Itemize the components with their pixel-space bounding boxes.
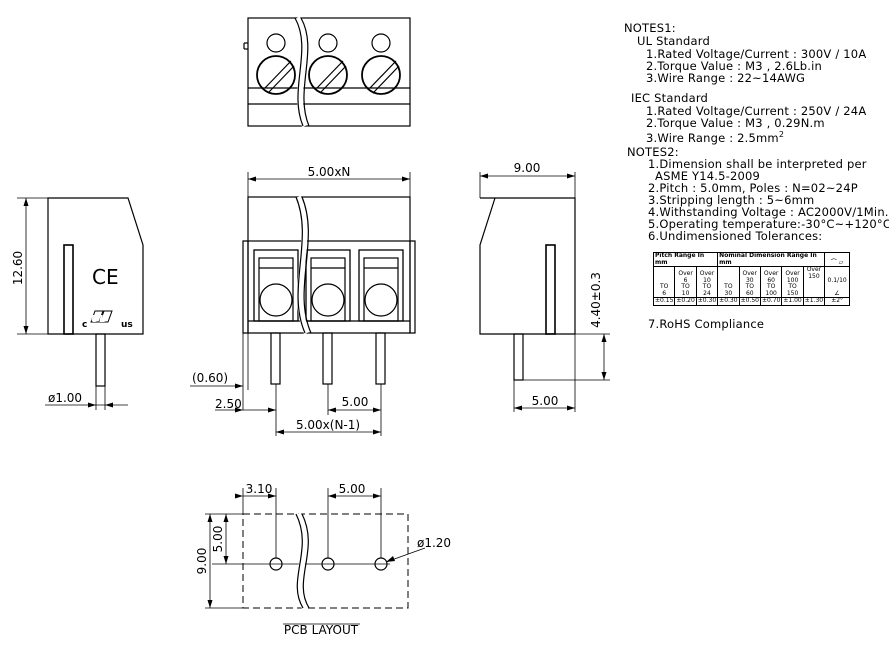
- ul-c-mark: c: [82, 320, 87, 330]
- geo-symbols: ⌒ ▱: [824, 252, 851, 267]
- dim-pitch: 5.00: [342, 395, 369, 409]
- dim-pitch-total: 5.00xN: [308, 165, 351, 179]
- dim-pcb-edge: 3.10: [246, 482, 273, 496]
- iec-wire-range: 3.Wire Range : 2.5mm: [646, 130, 779, 145]
- dim-pcb-hole: ø1.20: [417, 536, 451, 550]
- iec-note-1: 1.Rated Voltage/Current : 250V / 24A: [646, 104, 867, 118]
- iec-note-3: 3.Wire Range : 2.5mm2: [646, 129, 784, 144]
- flatness-symbol: ⌒: [830, 258, 837, 266]
- notes2-item-1: 1.Dimension shall be interpreted per: [648, 157, 867, 171]
- left-side-view: [17, 197, 144, 410]
- notes2-item-6: 6.Undimensioned Tolerances:: [648, 229, 823, 243]
- dim-pcb-pitch: 5.00: [339, 482, 366, 496]
- pcb-layout-label: PCB LAYOUT: [284, 623, 359, 637]
- dim-pin-dia: ø1.00: [48, 391, 82, 405]
- iec-standard-heading: IEC Standard: [631, 91, 709, 105]
- notes2-item-2: 2.Pitch : 5.0mm, Poles : N=02~24P: [648, 181, 858, 195]
- tol-1: ±0.15: [652, 297, 676, 306]
- dim-pin-pos: 5.00: [532, 394, 559, 408]
- ul-note-1: 1.Rated Voltage/Current : 300V / 10A: [646, 47, 867, 61]
- cylindricity-symbol: ▱: [838, 258, 844, 266]
- pitch-range-header: Pitch Range In mm: [652, 252, 719, 267]
- tolerance-table: Pitch Range In mm Nominal Dimension Rang…: [652, 252, 851, 306]
- notes2-item-4: 4.Withstanding Voltage : AC2000V/1Min.: [648, 205, 889, 219]
- ul-note-3: 3.Wire Range : 22~14AWG: [646, 71, 806, 85]
- tol-8: ±1.30: [802, 297, 826, 306]
- arrowheads: [23, 173, 607, 608]
- dim-pcb-row: 5.00: [211, 526, 225, 553]
- dim-pitch-n1: 5.00x(N-1): [296, 418, 360, 432]
- top-view: [243, 16, 411, 128]
- front-view: [190, 172, 416, 436]
- ul-us-mark: us: [121, 320, 133, 330]
- notes2-item-7: 7.RoHS Compliance: [648, 317, 765, 331]
- notes2-item-5: 5.Operating temperature:-30°C~+120°C: [648, 217, 889, 231]
- tol-7: ±1.00: [781, 297, 804, 306]
- notes2-item-3: 3.Stripping length : 5~6mm: [648, 193, 815, 207]
- dim-pin-len: 4.40±0.3: [589, 272, 603, 328]
- dim-depth: 9.00: [514, 161, 541, 175]
- notes2-item-1b: ASME Y14.5-2009: [655, 169, 761, 183]
- ce-mark: CE: [92, 265, 119, 289]
- right-side-view: [479, 172, 610, 412]
- nominal-range-header: Nominal Dimension Range In mm: [717, 252, 826, 267]
- pcb-layout: [205, 488, 426, 625]
- notes2-title: NOTES2:: [627, 145, 679, 159]
- notes1-title: NOTES1:: [624, 21, 676, 35]
- geo-tolerance-cell: 0.1/10∠: [824, 266, 851, 298]
- tol-6: ±0.70: [759, 297, 783, 306]
- tol-2: ±0.20: [674, 297, 697, 306]
- dim-edge: 2.50: [215, 397, 242, 411]
- dim-height: 12.60: [11, 251, 25, 285]
- iec-wire-range-sup: 2: [778, 130, 785, 139]
- tol-3: ±0.30: [695, 297, 719, 306]
- tol-5: ±0.50: [738, 297, 761, 306]
- dim-pcb-height: 9.00: [195, 548, 209, 575]
- ul-note-2: 2.Torque Value : M3 , 2.6Lb.in: [646, 59, 823, 73]
- iec-note-2: 2.Torque Value : M3 , 0.29N.m: [646, 116, 825, 130]
- tol-angle: ±2°: [824, 297, 851, 306]
- ul-logo: UL: [91, 314, 106, 325]
- tol-4: ±0.30: [717, 297, 740, 306]
- dim-offset: (0.60): [192, 371, 228, 385]
- ul-standard-heading: UL Standard: [637, 34, 710, 48]
